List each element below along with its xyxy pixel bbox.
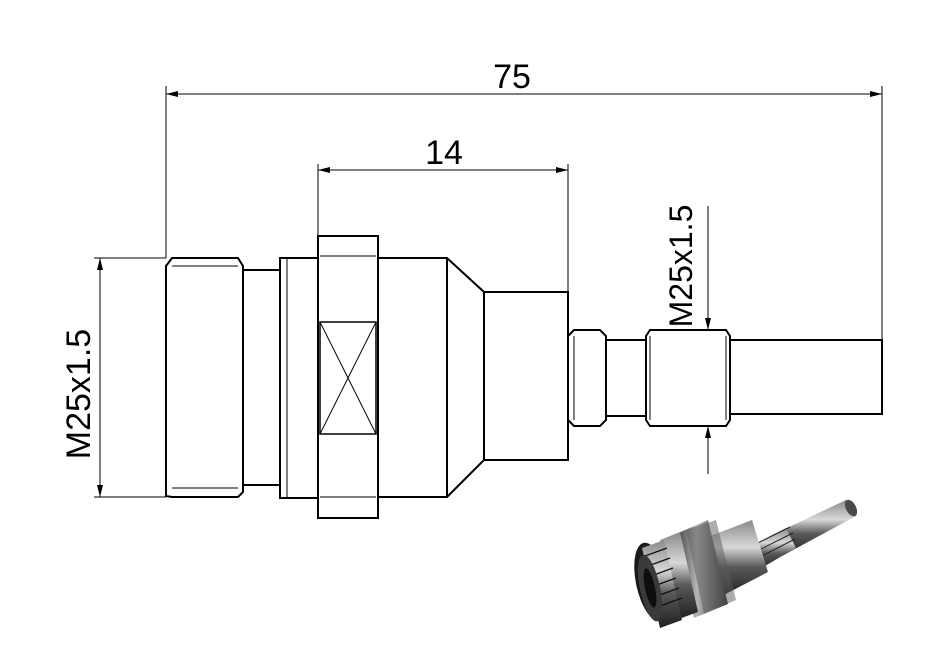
pin (606, 339, 646, 417)
collar (279, 257, 319, 499)
dim-label-14: 14 (425, 134, 463, 172)
nipple (567, 329, 607, 427)
connector-body (165, 235, 883, 519)
hex-nut (317, 235, 379, 519)
shoulder (483, 291, 569, 461)
left-threaded-section (165, 257, 244, 498)
right-threaded-section (645, 329, 731, 427)
dim-label-right-thread: M25x1.5 (663, 205, 699, 328)
neck (243, 269, 280, 486)
connector-3d-photo (634, 499, 858, 628)
dim-label-75: 75 (493, 58, 531, 96)
dim-label-left-thread: M25x1.5 (60, 329, 98, 459)
tapered-body (378, 257, 485, 498)
end-rod (730, 339, 883, 415)
dimension-lines (94, 86, 883, 498)
